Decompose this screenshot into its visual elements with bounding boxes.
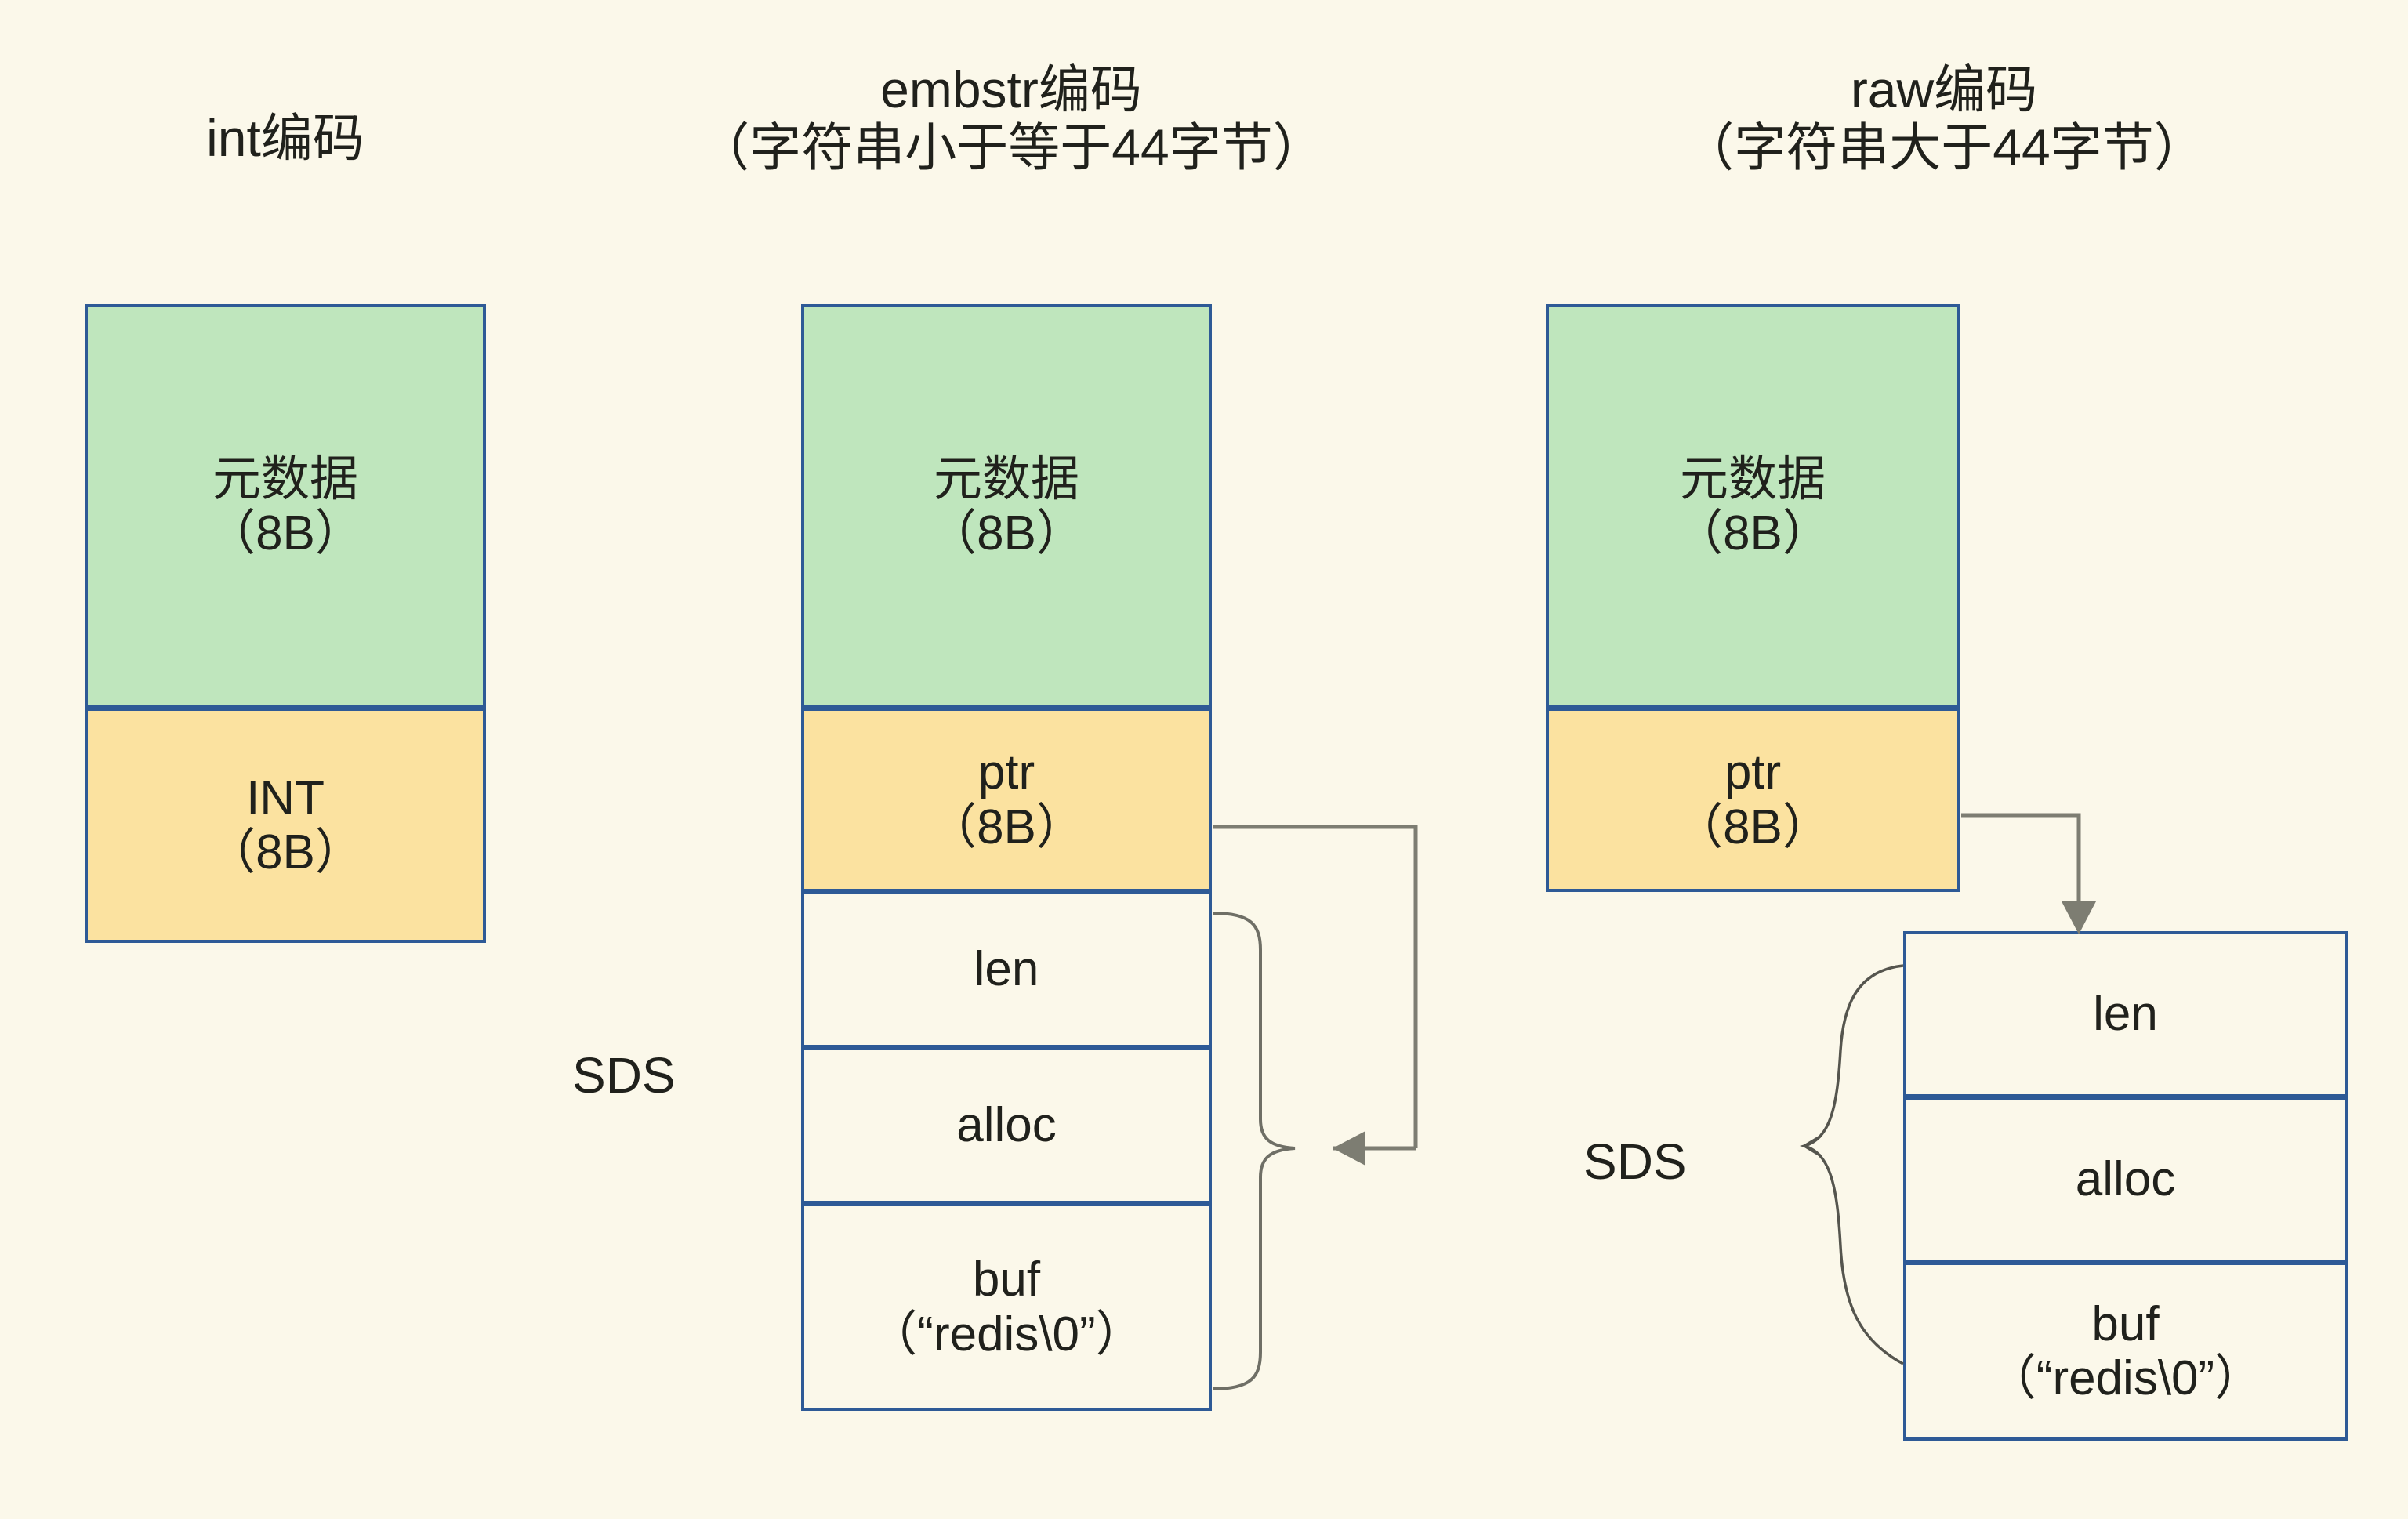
raw-metadata-block: 元数据 （8B） xyxy=(1546,304,1960,709)
column-title-embstr-main: embstr编码 xyxy=(880,60,1142,118)
embstr-metadata-block: 元数据 （8B） xyxy=(801,304,1212,709)
raw-ptr-arrow-line xyxy=(1961,813,2081,915)
embstr-sds-len-row: len xyxy=(801,891,1212,1048)
int-metadata-block: 元数据 （8B） xyxy=(85,304,486,709)
column-title-embstr-sub: （字符串小于等于44字节） xyxy=(698,118,1325,176)
column-title-raw: raw编码 （字符串大于44字节） xyxy=(1481,60,2406,177)
raw-sds-buf-row: buf （“redis\0”） xyxy=(1903,1262,2348,1441)
embstr-ptr-block: ptr （8B） xyxy=(801,708,1212,892)
column-title-int: int编码 xyxy=(85,109,486,168)
raw-sds-len-row: len xyxy=(1903,931,2348,1097)
column-title-int-main: int编码 xyxy=(206,109,364,167)
embstr-ptr-arrow-line xyxy=(1213,825,1418,1148)
column-title-raw-main: raw编码 xyxy=(1850,60,2038,118)
embstr-sds-brace xyxy=(1213,912,1296,1390)
embstr-sds-label: SDS xyxy=(572,1047,676,1104)
embstr-sds-buf-row: buf （“redis\0”） xyxy=(801,1203,1212,1411)
raw-sds-brace-tip xyxy=(1801,1135,1821,1157)
raw-ptr-arrowhead xyxy=(2062,901,2096,934)
raw-ptr-block: ptr （8B） xyxy=(1546,708,1960,892)
column-title-embstr: embstr编码 （字符串小于等于44字节） xyxy=(549,60,1474,177)
raw-sds-brace xyxy=(1799,964,1904,1365)
embstr-sds-alloc-row: alloc xyxy=(801,1047,1212,1204)
int-value-block: INT （8B） xyxy=(85,708,486,943)
raw-sds-alloc-row: alloc xyxy=(1903,1097,2348,1263)
column-title-raw-sub: （字符串大于44字节） xyxy=(1682,118,2206,176)
raw-sds-label: SDS xyxy=(1583,1133,1687,1190)
embstr-ptr-arrowhead xyxy=(1333,1131,1365,1166)
